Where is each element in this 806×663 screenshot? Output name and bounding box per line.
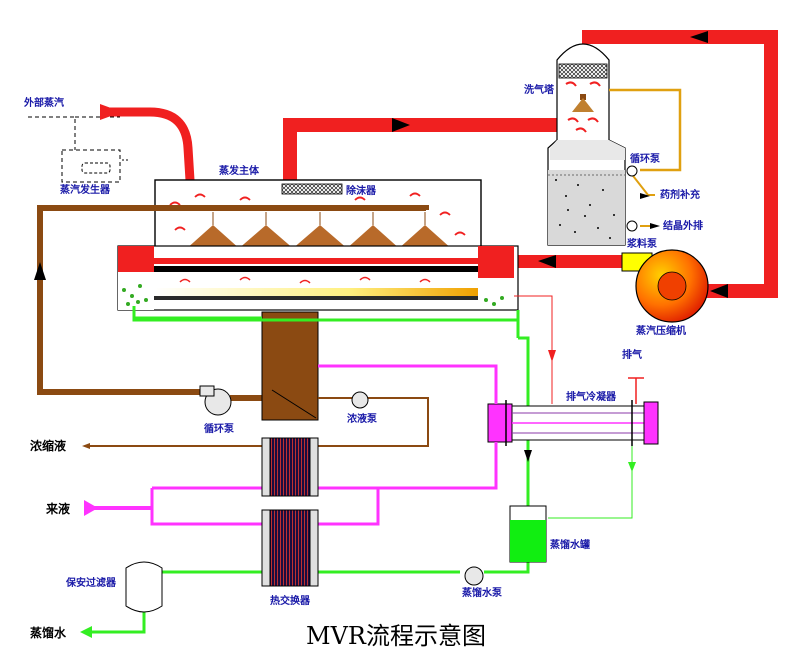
distilled-water-pump xyxy=(464,566,484,586)
circ-pump xyxy=(199,385,232,416)
scrubber-circulation-loop xyxy=(609,88,682,232)
crystal-discharge-label: 结晶外排 xyxy=(663,219,703,232)
circ-pump-label: 循环泵 xyxy=(204,422,235,435)
vent-condenser xyxy=(487,377,659,446)
demister-label: 除沫器 xyxy=(346,184,377,197)
steam-compressor xyxy=(621,249,709,323)
vent-condenser-label: 排气冷凝器 xyxy=(566,390,617,403)
distilled-water-label: 蒸馏水 xyxy=(30,625,67,640)
distilled-tank-label: 蒸馏水罐 xyxy=(550,538,590,551)
evaporator-main-label: 蒸发主体 xyxy=(219,164,260,177)
concentrate-label: 浓缩液 xyxy=(30,438,66,453)
scrubber-tower xyxy=(547,43,626,246)
scrubber-label: 洗气塔 xyxy=(524,83,555,96)
steam-compressor-label: 蒸汽压缩机 xyxy=(636,324,686,337)
feed-liquid-label: 来液 xyxy=(45,501,70,516)
distilled-water-tank xyxy=(509,505,547,563)
steam-loop-pipe xyxy=(283,30,778,298)
safety-filter xyxy=(125,561,163,613)
brown-circulation-pipe xyxy=(34,205,429,401)
separator-leg xyxy=(261,311,319,421)
vent-line xyxy=(514,295,556,404)
diagram-title: MVR流程示意图 xyxy=(306,622,486,650)
concentrate-line xyxy=(82,391,429,449)
heat-exchanger-bottom xyxy=(261,509,319,587)
scrubber-circ-pump-label: 循环泵 xyxy=(630,152,661,165)
steam-generator xyxy=(28,116,128,183)
safety-filter-label: 保安过滤器 xyxy=(65,576,117,589)
vent-label: 排气 xyxy=(622,348,642,361)
heat-exchanger-label: 热交换器 xyxy=(270,594,311,607)
evaporator-tube-section xyxy=(117,245,519,311)
external-steam-pipe xyxy=(100,104,195,181)
reagent-feed-label: 药剂补充 xyxy=(660,188,700,201)
heat-exchanger-top xyxy=(261,437,319,497)
feed-pipe xyxy=(84,364,498,526)
external-steam-label: 外部蒸汽 xyxy=(23,96,64,109)
distilled-pump-label: 蒸馏水泵 xyxy=(462,586,503,599)
conc-pump-label: 浓液泵 xyxy=(347,412,378,425)
steam-generator-label: 蒸汽发生器 xyxy=(60,183,111,196)
slurry-pump-label: 浆料泵 xyxy=(627,237,658,250)
